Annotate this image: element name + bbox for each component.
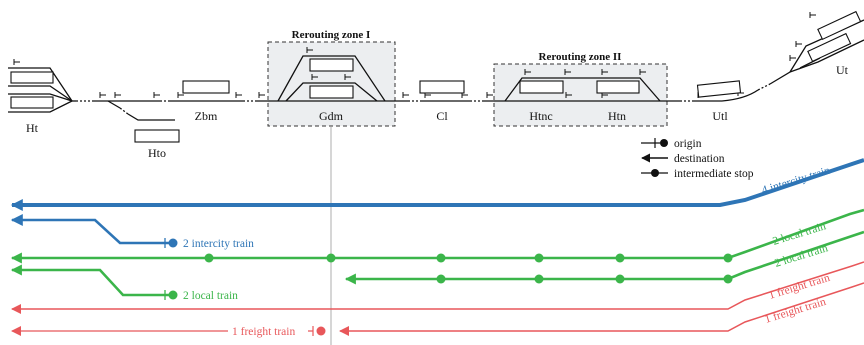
intermediate-stop-marker (534, 274, 544, 284)
intermediate-stop-marker (723, 253, 733, 263)
intermediate-stop-marker (436, 274, 446, 284)
signal (795, 41, 802, 47)
legend-destination-label: destination (674, 153, 725, 165)
station-utl-label: Utl (712, 109, 728, 123)
station-hto-label: Hto (148, 146, 166, 160)
train-label-intercity-2: 2 intercity train (183, 238, 254, 250)
signal (235, 92, 242, 98)
legend-origin-label: origin (674, 138, 702, 150)
train-label-local-2b: 2 local train (773, 242, 829, 270)
legend-intermediate: intermediate stop (641, 168, 754, 180)
station-htn-label: Htn (608, 109, 626, 123)
legend-destination: destination (641, 153, 725, 165)
station-ht-label: Ht (26, 121, 39, 135)
train-label-freight-1c: 1 freight train (232, 326, 295, 338)
platform (807, 32, 852, 63)
train-route-freight-1c: 1 freight train (11, 322, 326, 338)
intermediate-stop-icon (651, 169, 659, 177)
train-route-intercity-2: 2 intercity train (10, 214, 254, 250)
signal (258, 92, 265, 98)
origin-marker (316, 326, 326, 336)
station-labels: Ht Hto Zbm Gdm Cl Htnc Htn Utl Ut (26, 63, 849, 160)
signal (486, 92, 493, 98)
legend-intermediate-label: intermediate stop (674, 168, 754, 180)
origin-marker (168, 238, 178, 248)
track-network (8, 19, 864, 121)
signal (177, 92, 184, 98)
intermediate-stop-marker (436, 253, 446, 263)
intermediate-stop-marker (326, 253, 336, 263)
intermediate-stop-marker (204, 253, 214, 263)
rerouting-zone-2-label: Rerouting zone II (539, 51, 622, 63)
signal (809, 12, 816, 18)
signal (153, 92, 160, 98)
signal (564, 69, 571, 75)
platforms (10, 10, 862, 143)
platform (696, 80, 742, 98)
intermediate-stop-marker (534, 253, 544, 263)
signal (601, 69, 608, 75)
train-route-freight-1a: 1 freight train (11, 261, 864, 314)
signal (13, 59, 20, 65)
station-ut-label: Ut (836, 63, 849, 77)
platform (419, 80, 465, 94)
signal (524, 69, 531, 75)
platform (182, 80, 230, 94)
signals (13, 12, 816, 98)
platform (10, 96, 54, 109)
signal (99, 92, 106, 98)
train-route-local-2c: 2 local train (10, 264, 238, 302)
signal (344, 74, 351, 80)
platform (817, 10, 862, 41)
platform (134, 129, 180, 143)
train-route-local-2a: 2 local train (10, 208, 864, 264)
station-zbm-label: Zbm (195, 109, 218, 123)
station-cl-label: Cl (436, 109, 448, 123)
signal (639, 69, 646, 75)
signal (789, 55, 796, 61)
legend: origin destination intermediate stop (641, 138, 754, 180)
train-label-local-2c: 2 local train (183, 290, 238, 302)
intermediate-stop-marker (723, 274, 733, 284)
legend-origin: origin (641, 138, 702, 150)
train-label-intercity-4: 4 intercity train (760, 165, 832, 197)
origin-marker (168, 290, 178, 300)
platform (309, 58, 354, 72)
signal (311, 74, 318, 80)
rerouting-zone-1-label: Rerouting zone I (292, 29, 371, 41)
platform (596, 80, 640, 94)
platform (519, 80, 564, 94)
intermediate-stop-marker (615, 253, 625, 263)
rerouting-zone-2: Rerouting zone II (493, 51, 668, 127)
station-gdm-label: Gdm (319, 109, 344, 123)
signal (402, 92, 409, 98)
origin-icon (660, 139, 668, 147)
intermediate-stop-marker (615, 274, 625, 284)
signal (114, 92, 121, 98)
platform (10, 71, 54, 84)
train-route-intercity-4: 4 intercity train (10, 158, 864, 211)
station-htnc-label: Htnc (529, 109, 552, 123)
signal (306, 47, 313, 53)
platform (309, 85, 354, 99)
signal (565, 92, 572, 98)
